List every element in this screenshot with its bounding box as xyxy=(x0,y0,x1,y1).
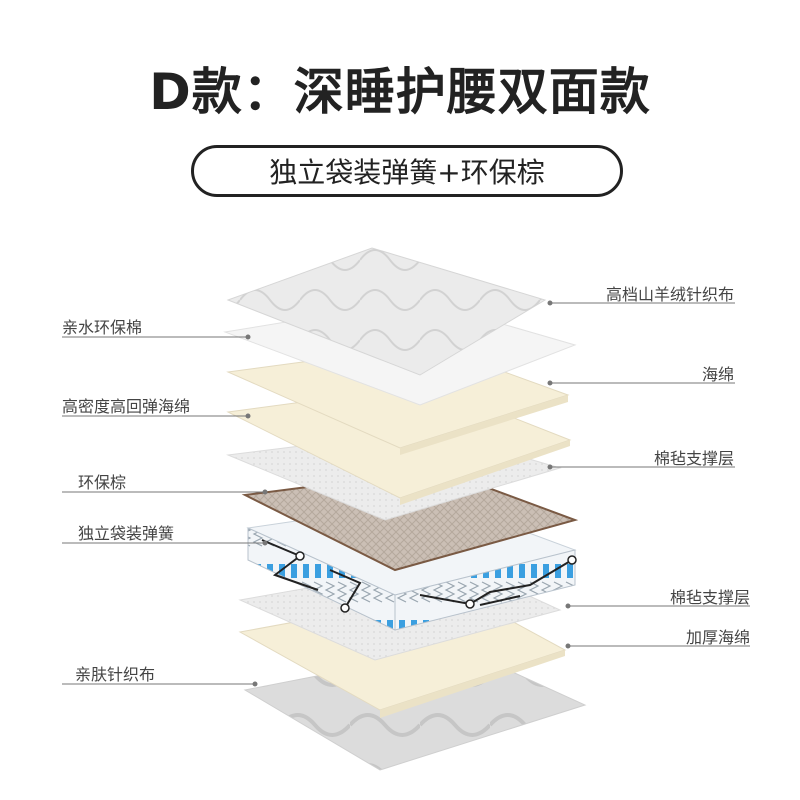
leader-lines xyxy=(62,300,750,687)
label-bottom-knit: 亲肤针织布 xyxy=(75,665,156,684)
subtitle-text: 独立袋装弹簧+环保棕 xyxy=(269,156,545,189)
label-hydrophilic-cotton: 亲水环保棉 xyxy=(62,318,143,337)
label-palm: 环保棕 xyxy=(78,473,127,492)
label-pocket-springs: 独立袋装弹簧 xyxy=(78,524,175,543)
subtitle-badge: 独立袋装弹簧+环保棕 xyxy=(191,145,623,197)
page-title: D款：深睡护腰双面款 xyxy=(149,63,651,121)
label-thick-foam: 加厚海绵 xyxy=(685,628,750,647)
label-foam: 海绵 xyxy=(701,365,734,384)
label-high-density-foam: 高密度高回弹海绵 xyxy=(62,397,191,416)
label-top-knit: 高档山羊绒针织布 xyxy=(605,285,734,304)
label-felt-lower: 棉毡支撑层 xyxy=(669,588,750,607)
label-felt-upper: 棉毡支撑层 xyxy=(653,449,734,468)
layer-top-knit xyxy=(226,247,547,376)
